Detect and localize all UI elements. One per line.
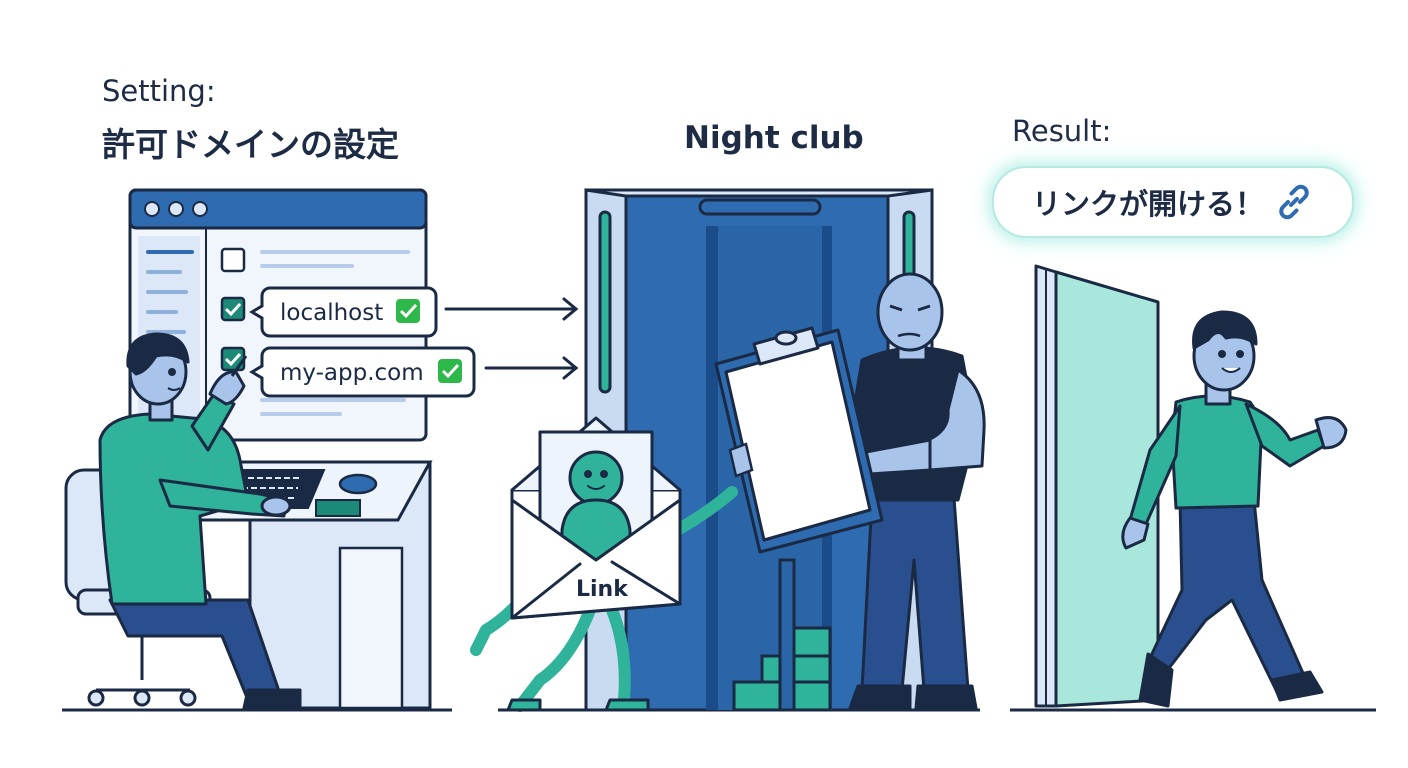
setting-title: 許可ドメインの設定 (102, 125, 399, 164)
walking-person (1121, 310, 1348, 708)
green-check-icon (396, 299, 420, 323)
check-icon (224, 302, 242, 317)
window-dot-icon (144, 201, 160, 217)
check-icon (224, 352, 242, 367)
mousepad (315, 499, 361, 517)
flow-arrows (444, 297, 579, 380)
clipboard (714, 326, 884, 554)
domain-chip-myapp: my-app.com (249, 346, 476, 398)
checkbox-checked (220, 346, 246, 372)
open-door (1034, 264, 1160, 708)
green-check-icon (438, 359, 462, 383)
result-message: リンクが開ける！ (1031, 187, 1264, 221)
nightclub-title: Night club (684, 120, 864, 156)
checkbox-checked (220, 296, 246, 322)
window-dot-icon (192, 201, 208, 217)
link-chain-icon (1279, 184, 1309, 220)
result-bubble: リンクが開ける！ (992, 166, 1354, 238)
bouncer (848, 272, 986, 710)
result-label: Result: (1012, 114, 1112, 148)
domain-text-myapp: my-app.com (280, 360, 424, 386)
domain-chip-localhost: localhost (249, 286, 438, 338)
domain-text-localhost: localhost (280, 300, 383, 326)
admin-person (98, 332, 302, 710)
checkbox-unchecked (220, 247, 246, 273)
mouse (338, 473, 378, 495)
window-dot-icon (168, 201, 184, 217)
setting-label: Setting: (102, 74, 216, 108)
envelope-link-label: Link (576, 577, 629, 602)
envelope-character: Link (470, 416, 738, 712)
